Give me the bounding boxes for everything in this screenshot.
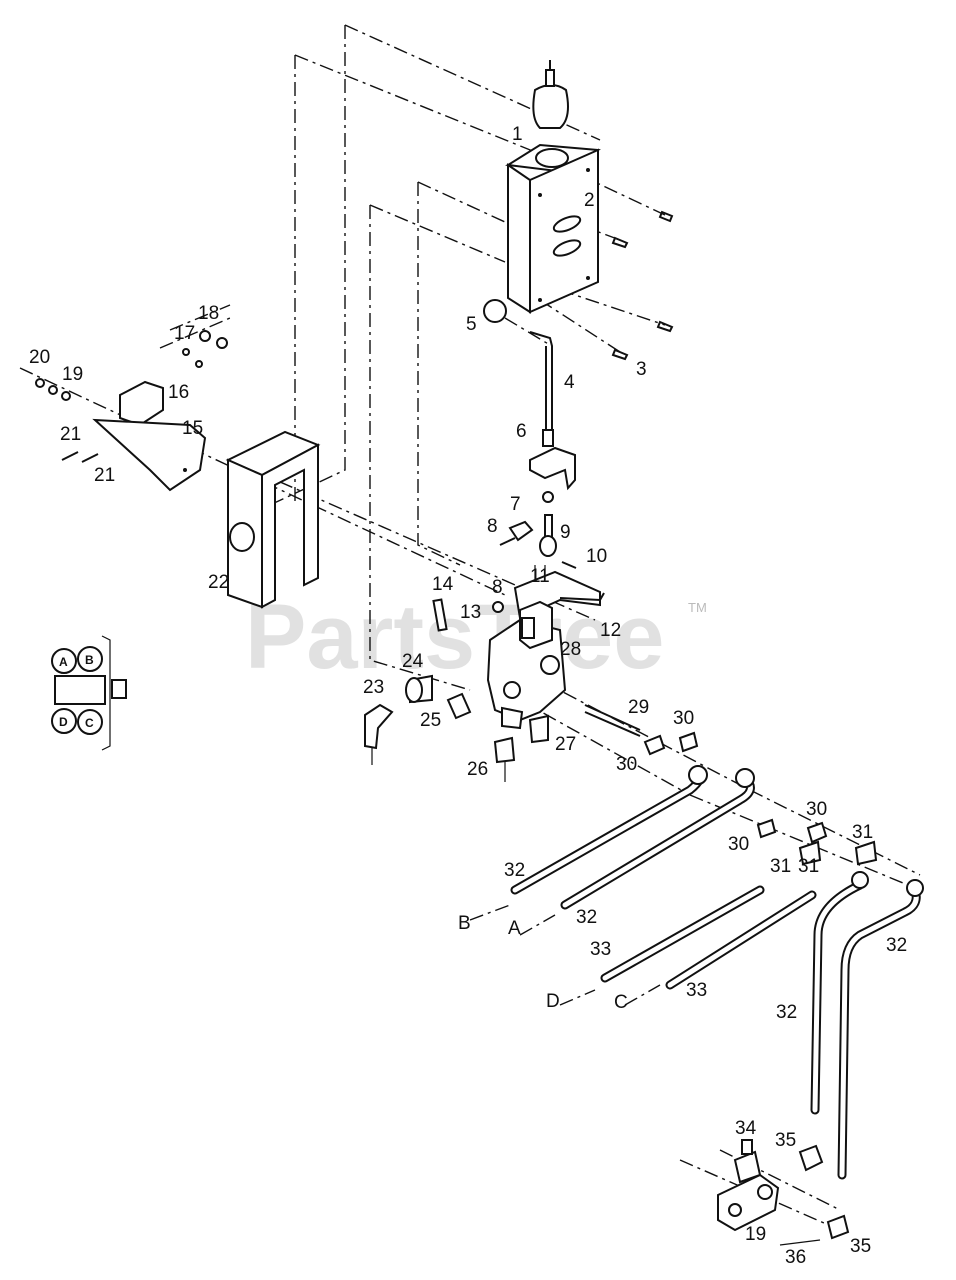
callout-8b: 8 (492, 577, 503, 598)
callout-18: 18 (198, 303, 219, 324)
legend-port-c: C (85, 716, 94, 730)
part-control-rod (483, 299, 576, 503)
callout-35a: 35 (775, 1130, 796, 1151)
callout-11: 11 (530, 566, 550, 587)
callout-30c: 30 (806, 799, 827, 820)
part-screws (611, 210, 674, 361)
callout-31b: 31 (770, 856, 791, 877)
part-main-bracket (225, 430, 321, 609)
callout-27: 27 (555, 734, 576, 755)
callout-35b: 35 (850, 1236, 871, 1257)
callout-22: 22 (208, 572, 229, 593)
part-fasteners-left (35, 330, 228, 463)
callout-17: 17 (174, 323, 195, 344)
part-fittings (643, 731, 878, 866)
legend-port-b: B (85, 653, 94, 667)
part-hoses (510, 765, 924, 1180)
part-upper-bracket (505, 143, 601, 314)
part-valve-body (364, 600, 641, 782)
callout-1: 1 (512, 124, 523, 145)
watermark-trademark: TM (688, 600, 707, 615)
callout-7: 7 (510, 494, 521, 515)
callout-33a: 33 (590, 939, 611, 960)
part-spacer (432, 598, 504, 632)
port-legend: A B D C (51, 635, 127, 751)
callout-9: 9 (560, 522, 571, 543)
callout-30b: 30 (616, 754, 637, 775)
callout-21a: 21 (60, 424, 81, 445)
legend-port-a: A (59, 655, 68, 669)
callout-30a: 30 (673, 708, 694, 729)
callout-19b: 19 (745, 1224, 766, 1245)
part-lower-valve (717, 1139, 850, 1246)
callout-10: 10 (586, 546, 607, 567)
callout-port-b: B (458, 913, 471, 934)
callout-16: 16 (168, 382, 189, 403)
callout-25: 25 (420, 710, 441, 731)
callout-32b: 32 (576, 907, 597, 928)
callout-24: 24 (402, 651, 424, 672)
callout-32c: 32 (886, 935, 907, 956)
legend-port-d: D (59, 715, 68, 729)
callout-32a: 32 (504, 860, 525, 881)
callout-12: 12 (600, 620, 621, 641)
part-knob (532, 60, 569, 129)
callout-5: 5 (466, 314, 477, 335)
callout-4: 4 (564, 372, 575, 393)
callout-14: 14 (432, 574, 454, 595)
callout-13: 13 (460, 602, 481, 623)
callout-23: 23 (363, 677, 384, 698)
callout-20: 20 (29, 347, 50, 368)
callout-28: 28 (560, 639, 581, 660)
callout-port-a: A (508, 918, 521, 939)
callout-port-c: C (614, 992, 628, 1013)
callout-labels: 1 2 3 4 5 6 7 8 8 9 10 11 12 13 14 15 16… (29, 124, 907, 1268)
callout-2: 2 (584, 190, 595, 211)
callout-3: 3 (636, 359, 647, 380)
callout-34: 34 (735, 1118, 757, 1139)
callout-32d: 32 (776, 1002, 797, 1023)
callout-15: 15 (182, 418, 203, 439)
callout-29: 29 (628, 697, 649, 718)
callout-31a: 31 (852, 822, 873, 843)
callout-19a: 19 (62, 364, 83, 385)
part-side-bracket (92, 380, 207, 492)
callout-26: 26 (467, 759, 488, 780)
callout-33b: 33 (686, 980, 707, 1001)
callout-30d: 30 (728, 834, 749, 855)
callout-36: 36 (785, 1247, 806, 1268)
callout-31c: 31 (798, 856, 819, 877)
callout-8a: 8 (487, 516, 498, 537)
callout-port-d: D (546, 991, 560, 1012)
assembly-lines (19, 24, 921, 1231)
callout-21b: 21 (94, 465, 115, 486)
callout-6: 6 (516, 421, 527, 442)
